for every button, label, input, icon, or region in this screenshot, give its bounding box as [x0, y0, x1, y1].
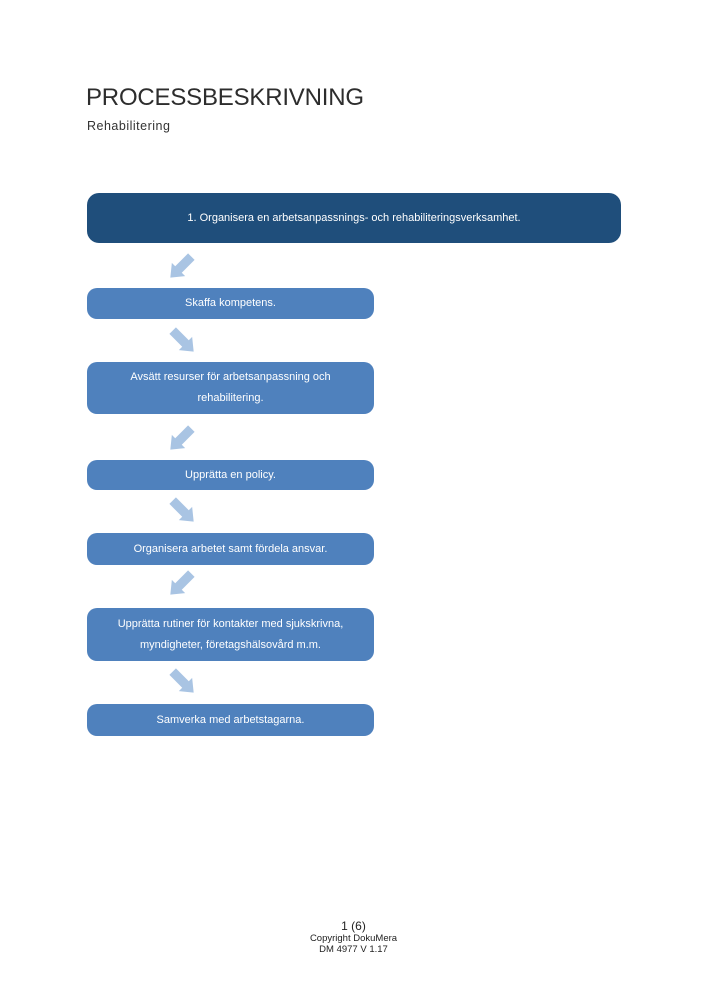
arrow-down-right-icon: [168, 496, 196, 524]
arrow-down-left-icon: [168, 569, 196, 597]
arrow-down-right-icon: [168, 667, 196, 695]
flow-step-6: Upprätta rutiner för kontakter med sjuks…: [87, 608, 374, 661]
copyright-line: Copyright DokuMera: [309, 933, 398, 944]
page-footer: 1 (6) Copyright DokuMera DM 4977 V 1.17: [0, 919, 707, 955]
arrow-down-left-icon: [168, 424, 196, 452]
flow-step-5: Organisera arbetet samt fördela ansvar.: [87, 533, 374, 565]
flow-step-7: Samverka med arbetstagarna.: [87, 704, 374, 736]
flow-step-3: Avsätt resurser för arbetsanpassning och…: [87, 362, 374, 414]
flow-step-1: 1. Organisera en arbetsanpassnings- och …: [87, 193, 621, 243]
document-id: DM 4977 V 1.17: [319, 944, 388, 955]
arrow-down-right-icon: [168, 326, 196, 354]
page-subtitle: Rehabilitering: [87, 119, 171, 133]
page-title: PROCESSBESKRIVNING: [86, 84, 364, 111]
flow-step-4: Upprätta en policy.: [87, 460, 374, 490]
flow-step-2: Skaffa kompetens.: [87, 288, 374, 319]
page-number: 1 (6): [341, 919, 366, 933]
arrow-down-left-icon: [168, 252, 196, 280]
